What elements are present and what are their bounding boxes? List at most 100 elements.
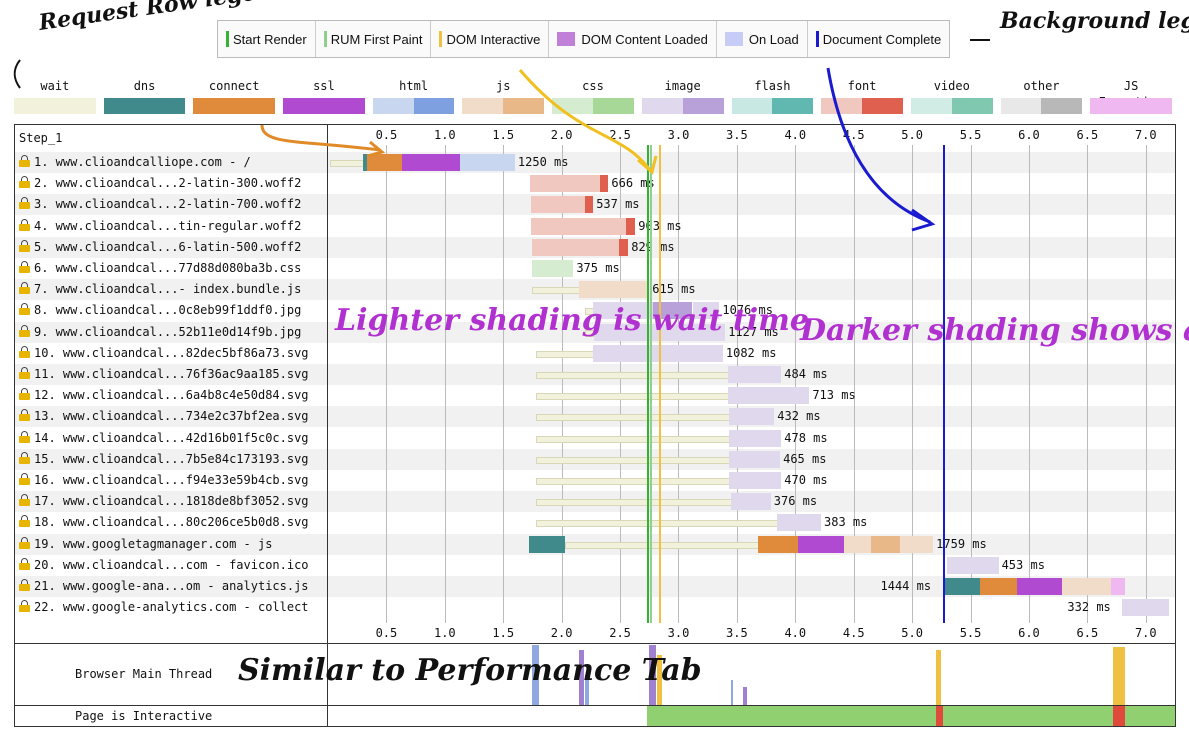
request-label[interactable]: 7. www.clioandcal...- index.bundle.js	[19, 279, 301, 300]
duration-label: 615 ms	[652, 282, 696, 297]
tick-label: 6.5	[1076, 128, 1099, 142]
table-row	[15, 576, 1175, 597]
bg-legend-label: Start Render	[233, 31, 307, 47]
tick-label: 6.5	[1076, 626, 1099, 640]
interactive-segment	[1113, 706, 1125, 726]
lock-icon	[19, 155, 30, 167]
row-legend-swatch	[1090, 98, 1172, 114]
timing-segment-connect	[757, 535, 798, 553]
timing-segment-font-light	[531, 196, 585, 214]
timing-segment-font-dark	[618, 238, 629, 256]
duration-label: 432 ms	[777, 409, 821, 424]
waterfall-chart: Step_1 1. www.clioandcalliope.com - /2. …	[14, 124, 1176, 644]
tick-label: 3.0	[667, 128, 690, 142]
timing-segment-js-light	[1061, 578, 1111, 595]
row-legend-item: html	[372, 78, 455, 114]
tick-label: 5.5	[959, 626, 982, 640]
request-label[interactable]: 6. www.clioandcal...77d88d080ba3b.css	[19, 258, 301, 279]
row-legend-item: flash	[731, 78, 814, 114]
timing-segment-font-dark	[585, 196, 594, 214]
request-label[interactable]: 18. www.clioandcal...80c206ce5b0d8.svg	[19, 512, 309, 533]
tick-label: 4.5	[842, 128, 865, 142]
thread-divider	[15, 705, 1175, 706]
request-label[interactable]: 11. www.clioandcal...76f36ac9aa185.svg	[19, 364, 309, 385]
main-thread-burst	[579, 650, 584, 705]
request-url: 13. www.clioandcal...734e2c37bf2ea.svg	[34, 409, 309, 424]
lock-icon	[19, 367, 30, 379]
timing-segment-wait	[535, 414, 731, 422]
tick-label: 1.0	[433, 626, 456, 640]
bg-legend-item: DOM Content Loaded	[549, 21, 717, 57]
legend-swatch	[226, 31, 229, 47]
gridline	[620, 145, 622, 623]
gridline	[678, 145, 680, 623]
row-legend-swatch	[462, 98, 545, 114]
request-label[interactable]: 17. www.clioandcal...1818de8bf3052.svg	[19, 491, 309, 512]
request-label[interactable]: 9. www.clioandcal...52b11e0d14f9b.jpg	[19, 322, 301, 343]
request-label[interactable]: 15. www.clioandcal...7b5e84c173193.svg	[19, 449, 309, 470]
lock-icon	[19, 579, 30, 591]
timing-segment-connect	[366, 154, 402, 171]
timing-segment-wait	[535, 350, 596, 358]
tick-label: 4.5	[842, 626, 865, 640]
tick-label: 3.0	[667, 626, 690, 640]
row-legend-label: image	[664, 79, 701, 93]
timing-segment-js-dark	[871, 535, 901, 553]
request-label[interactable]: 13. www.clioandcal...734e2c37bf2ea.svg	[19, 406, 309, 427]
duration-label: 478 ms	[784, 430, 828, 445]
request-label[interactable]: 10. www.clioandcal...82dec5bf86a73.svg	[19, 343, 309, 364]
timing-segment-jsexec	[1110, 578, 1125, 595]
browser-main-thread-label: Browser Main Thread	[75, 667, 213, 681]
row-legend-swatch	[552, 98, 634, 114]
timing-segment-wait	[330, 160, 366, 167]
timing-segment-wait	[535, 372, 730, 379]
main-thread-burst	[585, 675, 589, 705]
request-label[interactable]: 16. www.clioandcal...f94e33e59b4cb.svg	[19, 470, 309, 491]
timing-segment-image-light	[728, 429, 782, 447]
bg-legend-item: Start Render	[218, 21, 316, 57]
request-label[interactable]: 22. www.google-analytics.com - collect	[19, 597, 309, 618]
request-label[interactable]: 12. www.clioandcal...6a4b8c4e50d84.svg	[19, 385, 309, 406]
request-label[interactable]: 21. www.google-ana...om - analytics.js	[19, 576, 309, 597]
request-label[interactable]: 8. www.clioandcal...0c8eb99f1ddf0.jpg	[19, 300, 301, 321]
tick-label: 4.0	[784, 128, 807, 142]
lock-icon	[19, 557, 30, 570]
request-label[interactable]: 3. www.clioandcal...2-latin-700.woff2	[19, 194, 301, 215]
tick-label: 2.5	[609, 626, 631, 640]
tick-label: 6.0	[1018, 626, 1040, 640]
request-label[interactable]: 5. www.clioandcal...6-latin-500.woff2	[19, 237, 301, 258]
duration-label: 1444 ms	[880, 579, 932, 593]
tick-label: 1.0	[433, 128, 456, 142]
interactive-strip	[328, 706, 1175, 726]
request-url: 2. www.clioandcal...2-latin-300.woff2	[34, 176, 302, 191]
duration-label: 1250 ms	[517, 155, 569, 169]
duration-label: 666 ms	[611, 176, 655, 191]
request-label[interactable]: 14. www.clioandcal...42d16b01f5c0c.svg	[19, 428, 309, 449]
request-label[interactable]: 19. www.googletagmanager.com - js	[19, 534, 272, 555]
timing-segment-image-dark	[652, 302, 693, 320]
timing-segment-ssl	[797, 535, 845, 553]
tick-label: 2.0	[550, 626, 573, 640]
tick-label: 3.5	[726, 128, 748, 142]
request-url: 12. www.clioandcal...6a4b8c4e50d84.svg	[34, 388, 309, 403]
request-label[interactable]: 20. www.clioandcal...com - favicon.ico	[19, 555, 309, 576]
tick-label: 6.0	[1018, 128, 1040, 142]
timing-segment-js-light	[579, 281, 650, 299]
row-legend-item: dns	[103, 78, 186, 114]
interactive-segment	[646, 706, 1175, 726]
request-url: 4. www.clioandcal...tin-regular.woff2	[34, 218, 302, 233]
timing-segment-wait	[565, 541, 760, 549]
lock-icon	[19, 345, 30, 358]
row-legend-swatch	[193, 98, 276, 114]
request-label[interactable]: 2. www.clioandcal...2-latin-300.woff2	[19, 173, 301, 194]
timing-segment-image-light	[947, 556, 999, 574]
request-label[interactable]: 4. www.clioandcal...tin-regular.woff2	[19, 216, 301, 237]
main-thread-burst	[657, 655, 663, 705]
tick-label: 1.5	[492, 626, 515, 640]
row-legend-label: font	[847, 79, 877, 93]
main-thread-activity	[328, 643, 1175, 705]
main-thread-burst	[649, 645, 657, 705]
lock-icon	[19, 494, 30, 507]
timing-segment-image-light	[727, 387, 810, 405]
request-label[interactable]: 1. www.clioandcalliope.com - /	[19, 152, 251, 173]
